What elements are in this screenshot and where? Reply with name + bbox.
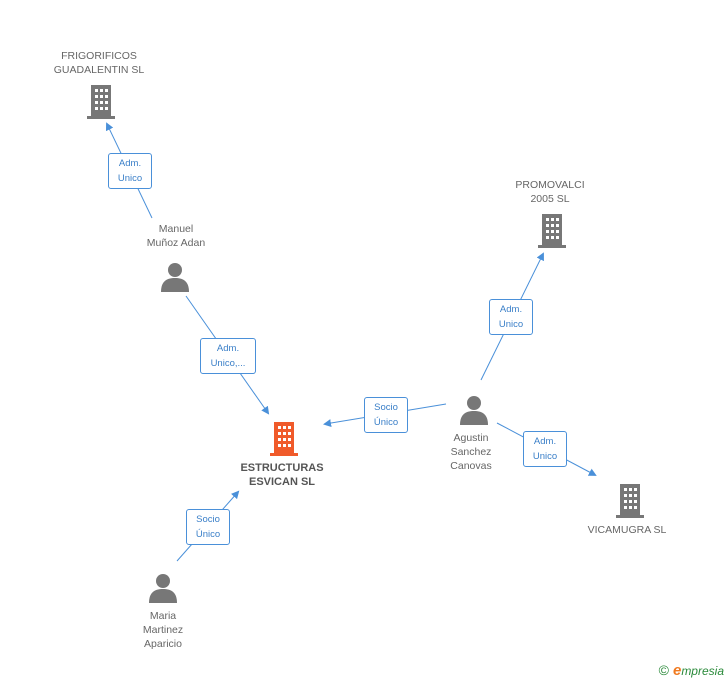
- person-label-maria[interactable]: Maria Martinez Aparicio: [142, 610, 184, 650]
- person-icon-manuel[interactable]: [161, 262, 189, 297]
- copyright-symbol: ©: [658, 662, 669, 678]
- empresia-logo-e: e: [672, 662, 682, 679]
- relation-badge-agustin-vicamugra[interactable]: Adm. Unico: [523, 431, 567, 467]
- company-label-vicamugra[interactable]: VICAMUGRA SL: [587, 524, 667, 536]
- person-label-agustin[interactable]: Agustin Sanchez Canovas: [450, 432, 492, 472]
- company-label-estructuras[interactable]: ESTRUCTURAS ESVICAN SL: [240, 462, 324, 488]
- relation-badge-manuel-estructuras[interactable]: Adm. Unico,...: [200, 338, 256, 374]
- empresia-logo-text: mpresia: [681, 664, 724, 678]
- person-icon-agustin[interactable]: [460, 395, 488, 430]
- relation-badge-agustin-promovalci[interactable]: Adm. Unico: [489, 299, 533, 335]
- building-icon-frigorificos[interactable]: [85, 85, 117, 124]
- relation-badge-maria-estructuras[interactable]: Socio Único: [186, 509, 230, 545]
- relation-badge-agustin-estructuras[interactable]: Socio Único: [364, 397, 408, 433]
- company-label-promovalci[interactable]: PROMOVALCI 2005 SL: [515, 179, 585, 205]
- building-icon-promovalci[interactable]: [536, 214, 568, 253]
- empresia-brand: ©empresia: [659, 662, 724, 679]
- company-label-frigorificos[interactable]: FRIGORIFICOS GUADALENTIN SL: [53, 50, 145, 76]
- building-icon-estructuras-main[interactable]: [268, 422, 300, 461]
- relation-badge-manuel-frigorificos[interactable]: Adm. Unico: [108, 153, 152, 189]
- building-icon-vicamugra[interactable]: [614, 484, 646, 523]
- person-icon-maria[interactable]: [149, 573, 177, 608]
- person-label-manuel[interactable]: Manuel Muñoz Adan: [146, 223, 206, 249]
